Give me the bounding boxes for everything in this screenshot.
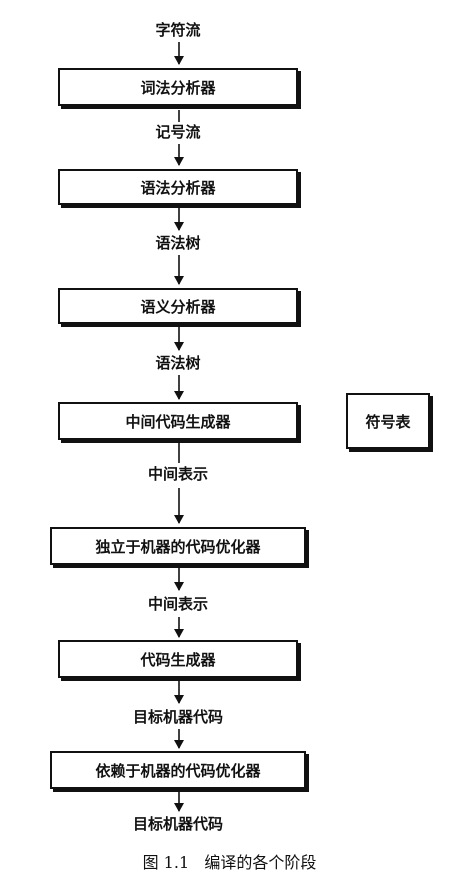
box-symbol-table: 符号表 [346, 393, 430, 449]
label-syntax-tree-1: 语法树 [155, 234, 201, 252]
arrow-down-icon [178, 110, 180, 122]
label-ir-2: 中间表示 [147, 595, 208, 613]
label-char-stream: 字符流 [155, 21, 201, 39]
label-ir-1: 中间表示 [147, 465, 208, 483]
box-dependent-optimizer: 依赖于机器的代码优化器 [50, 751, 306, 789]
arrow-down-icon [174, 144, 184, 166]
box-lexer: 词法分析器 [58, 68, 298, 106]
arrow-down-icon [174, 375, 184, 400]
arrow-down-icon [174, 681, 184, 704]
box-ir-generator: 中间代码生成器 [58, 402, 298, 440]
arrow-down-icon [174, 42, 184, 65]
arrow-down-icon [174, 792, 184, 812]
arrow-down-icon [174, 208, 184, 231]
box-parser: 语法分析器 [58, 169, 298, 205]
box-semantic-analyzer: 语义分析器 [58, 288, 298, 324]
box-code-generator: 代码生成器 [58, 640, 298, 678]
arrow-down-icon [174, 488, 184, 524]
arrow-down-icon [174, 568, 184, 591]
label-target-code-2: 目标机器代码 [132, 815, 223, 833]
label-target-code-1: 目标机器代码 [132, 708, 223, 726]
box-independent-optimizer: 独立于机器的代码优化器 [50, 527, 306, 565]
figure-caption: 图 1.1 编译的各个阶段 [142, 853, 317, 872]
arrow-down-icon [174, 255, 184, 285]
label-token-stream: 记号流 [155, 123, 201, 141]
arrow-down-icon [174, 617, 184, 638]
arrow-down-icon [178, 443, 180, 463]
arrow-down-icon [174, 327, 184, 351]
arrow-down-icon [174, 729, 184, 749]
label-syntax-tree-2: 语法树 [155, 354, 201, 372]
